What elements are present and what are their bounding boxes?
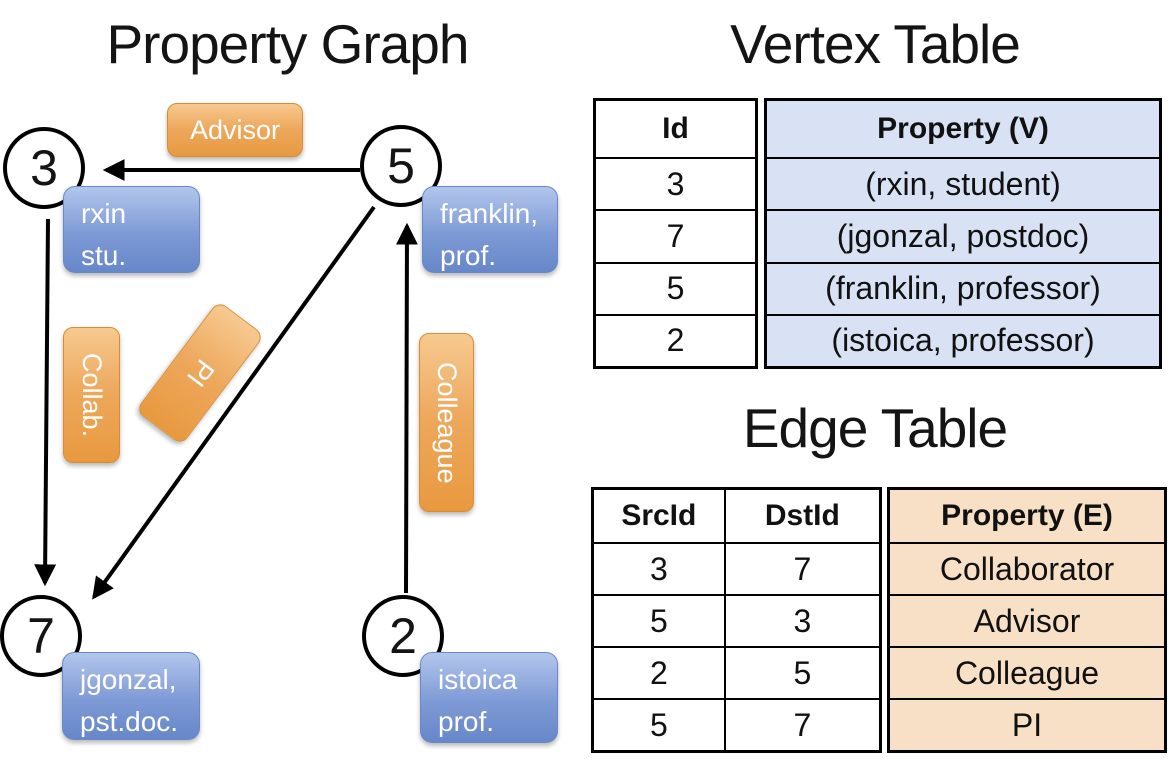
edge-label-pi: PI bbox=[135, 300, 265, 446]
property-graph-title: Property Graph bbox=[106, 13, 469, 75]
edge-srcid-cell: 5 bbox=[649, 602, 668, 639]
vertex-table-header-id: Id bbox=[662, 112, 689, 145]
vertex-property-cell: (rxin, student) bbox=[865, 165, 1061, 202]
node-3-id: 3 bbox=[30, 140, 58, 196]
node-5-id: 5 bbox=[387, 138, 415, 194]
vertex-id-cell: 5 bbox=[666, 270, 685, 307]
edge-label-advisor: Advisor bbox=[167, 103, 303, 157]
edge-dstid-cell: 7 bbox=[723, 544, 879, 594]
edge-dstid-cell: 3 bbox=[723, 596, 879, 646]
vertex-property-cell: (franklin, professor) bbox=[825, 270, 1101, 307]
table-row: (istoica, professor) bbox=[767, 313, 1159, 366]
edge-table-header-srcid: SrcId bbox=[621, 499, 697, 532]
vertex-table-property-column: Property (V) (rxin, student) (jgonzal, p… bbox=[764, 98, 1162, 369]
node-7-property-line2: pst.doc. bbox=[80, 706, 179, 737]
node-2-property-line1: istoica bbox=[438, 664, 518, 695]
table-row: Advisor bbox=[890, 594, 1164, 646]
edge-dstid-cell: 5 bbox=[723, 648, 879, 698]
node-3-property-label: rxin stu. bbox=[63, 186, 200, 273]
edge-table-title: Edge Table bbox=[742, 397, 1008, 459]
node-5-property-label: franklin, prof. bbox=[422, 186, 558, 273]
vertex-id-cell: 3 bbox=[666, 165, 685, 202]
edge-label-colleague: Colleague bbox=[419, 333, 474, 512]
table-row: (rxin, student) bbox=[767, 157, 1159, 209]
edge-property-cell: Colleague bbox=[954, 654, 1100, 691]
node-2-property-label: istoica prof. bbox=[420, 652, 558, 743]
edge-table-header-property: Property (E) bbox=[941, 499, 1113, 532]
table-row: 2 5 bbox=[594, 646, 879, 698]
node-2-id: 2 bbox=[389, 608, 417, 664]
node-3-property-line1: rxin bbox=[81, 198, 127, 229]
vertex-table-header-property: Property (V) bbox=[877, 112, 1049, 145]
edge-arrow-3-to-7 bbox=[34, 218, 57, 587]
edge-srcid-cell: 3 bbox=[649, 550, 668, 587]
node-7-property-line1: jgonzal, bbox=[80, 664, 177, 695]
table-row: 2 bbox=[596, 313, 755, 366]
edge-table-header-dstid: DstId bbox=[723, 490, 879, 542]
table-row: PI bbox=[890, 698, 1164, 750]
edge-arrow-2-to-5 bbox=[395, 222, 418, 594]
edge-property-cell: PI bbox=[1011, 706, 1043, 743]
node-7-id: 7 bbox=[27, 608, 55, 664]
edge-table-id-columns: SrcId DstId 3 7 5 3 2 5 5 7 bbox=[591, 487, 882, 753]
table-row: 3 7 bbox=[594, 542, 879, 594]
vertex-id-cell: 7 bbox=[666, 217, 685, 254]
vertex-table-id-column: Id 3 7 5 2 bbox=[593, 98, 758, 369]
table-row: 3 bbox=[596, 157, 755, 209]
node-5-property-line2: prof. bbox=[440, 240, 497, 271]
vertex-table-title: Vertex Table bbox=[730, 13, 1021, 75]
edge-srcid-cell: 2 bbox=[649, 654, 668, 691]
edge-label-collab: Collab. bbox=[63, 327, 120, 463]
table-row: 7 bbox=[596, 209, 755, 261]
node-7-property-label: jgonzal, pst.doc. bbox=[62, 652, 200, 740]
table-row: Collaborator bbox=[890, 542, 1164, 594]
table-row: 5 7 bbox=[594, 698, 879, 750]
vertex-property-cell: (istoica, professor) bbox=[831, 322, 1095, 359]
vertex-property-cell: (jgonzal, postdoc) bbox=[836, 217, 1090, 254]
table-row: (franklin, professor) bbox=[767, 261, 1159, 314]
edge-srcid-cell: 5 bbox=[649, 706, 668, 743]
edge-property-cell: Collaborator bbox=[939, 550, 1115, 587]
vertex-id-cell: 2 bbox=[666, 322, 685, 359]
table-row: 5 3 bbox=[594, 594, 879, 646]
edge-property-cell: Advisor bbox=[973, 602, 1081, 639]
node-3-property-line2: stu. bbox=[81, 240, 127, 271]
table-row: Colleague bbox=[890, 646, 1164, 698]
node-5-property-line1: franklin, bbox=[440, 198, 539, 229]
table-row: 5 bbox=[596, 261, 755, 314]
edge-table-property-column: Property (E) Collaborator Advisor Collea… bbox=[887, 487, 1167, 753]
table-row: (jgonzal, postdoc) bbox=[767, 209, 1159, 261]
node-2-property-line2: prof. bbox=[438, 706, 495, 737]
graph-node-3: 3 bbox=[3, 127, 85, 209]
edge-dstid-cell: 7 bbox=[723, 700, 879, 750]
